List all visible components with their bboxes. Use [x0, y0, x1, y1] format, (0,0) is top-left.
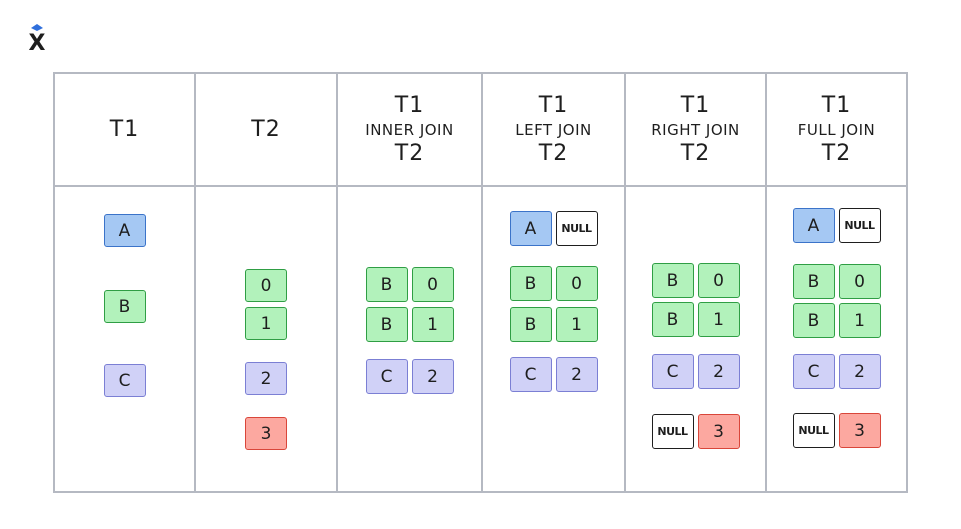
- value-cell: C: [651, 354, 694, 389]
- value-cell: A: [792, 208, 835, 243]
- table-name-label: T1: [109, 116, 140, 142]
- column-divider: [765, 74, 767, 491]
- header-divider: [55, 185, 906, 187]
- column-divider: [336, 74, 338, 491]
- table-name-label: T2: [821, 140, 852, 166]
- join-type-label: FULL JOIN: [797, 120, 876, 139]
- value-cell: B: [509, 266, 552, 301]
- value-cell: 0: [555, 266, 598, 301]
- value-cell: C: [792, 354, 835, 389]
- table-name-label: T1: [538, 92, 569, 118]
- value-cell: 1: [838, 303, 881, 338]
- value-cell: C: [365, 359, 408, 394]
- value-cell: B: [792, 303, 835, 338]
- value-cell: 3: [838, 413, 881, 448]
- table-name-label: T2: [251, 116, 281, 142]
- value-cell: 1: [697, 302, 740, 337]
- table-name-label: T1: [394, 92, 425, 118]
- value-cell: A: [509, 211, 552, 246]
- value-cell: B: [365, 267, 408, 302]
- value-cell: B: [509, 307, 552, 342]
- value-cell: 0: [245, 269, 287, 302]
- table-name-label: T2: [680, 140, 711, 166]
- join-type-label: INNER JOIN: [365, 120, 454, 139]
- value-cell: 2: [697, 354, 740, 389]
- table-name-label: T1: [821, 92, 852, 118]
- value-cell: B: [651, 302, 694, 337]
- null-cell: NULL: [838, 208, 881, 243]
- value-cell: 0: [838, 264, 881, 299]
- column-divider: [624, 74, 626, 491]
- column-divider: [481, 74, 483, 491]
- null-cell: NULL: [555, 211, 598, 246]
- null-cell: NULL: [792, 413, 835, 448]
- join-type-label: RIGHT JOIN: [651, 120, 740, 139]
- x-logo-icon: X: [26, 22, 48, 56]
- value-cell: 1: [555, 307, 598, 342]
- value-cell: C: [509, 357, 552, 392]
- value-cell: B: [365, 307, 408, 342]
- value-cell: 1: [245, 307, 287, 340]
- table-name-label: T1: [680, 92, 711, 118]
- table-name-label: T2: [538, 140, 569, 166]
- value-cell: 2: [245, 362, 287, 395]
- value-cell: 3: [245, 417, 287, 450]
- value-cell: B: [651, 263, 694, 298]
- value-cell: 1: [411, 307, 454, 342]
- value-cell: 0: [411, 267, 454, 302]
- value-cell: 2: [838, 354, 881, 389]
- logo-cap-icon: [31, 24, 43, 31]
- value-cell: B: [792, 264, 835, 299]
- value-cell: 0: [697, 263, 740, 298]
- value-cell: B: [103, 290, 146, 323]
- column-header: T2: [196, 74, 336, 185]
- value-cell: 2: [411, 359, 454, 394]
- table-name-label: T2: [394, 140, 425, 166]
- value-cell: A: [103, 214, 146, 247]
- value-cell: 2: [555, 357, 598, 392]
- logo-glyph: X: [28, 31, 46, 56]
- join-type-label: LEFT JOIN: [515, 120, 592, 139]
- null-cell: NULL: [651, 414, 694, 449]
- value-cell: C: [103, 364, 146, 397]
- column-divider: [194, 74, 196, 491]
- value-cell: 3: [697, 414, 740, 449]
- column-header: T1: [55, 74, 194, 185]
